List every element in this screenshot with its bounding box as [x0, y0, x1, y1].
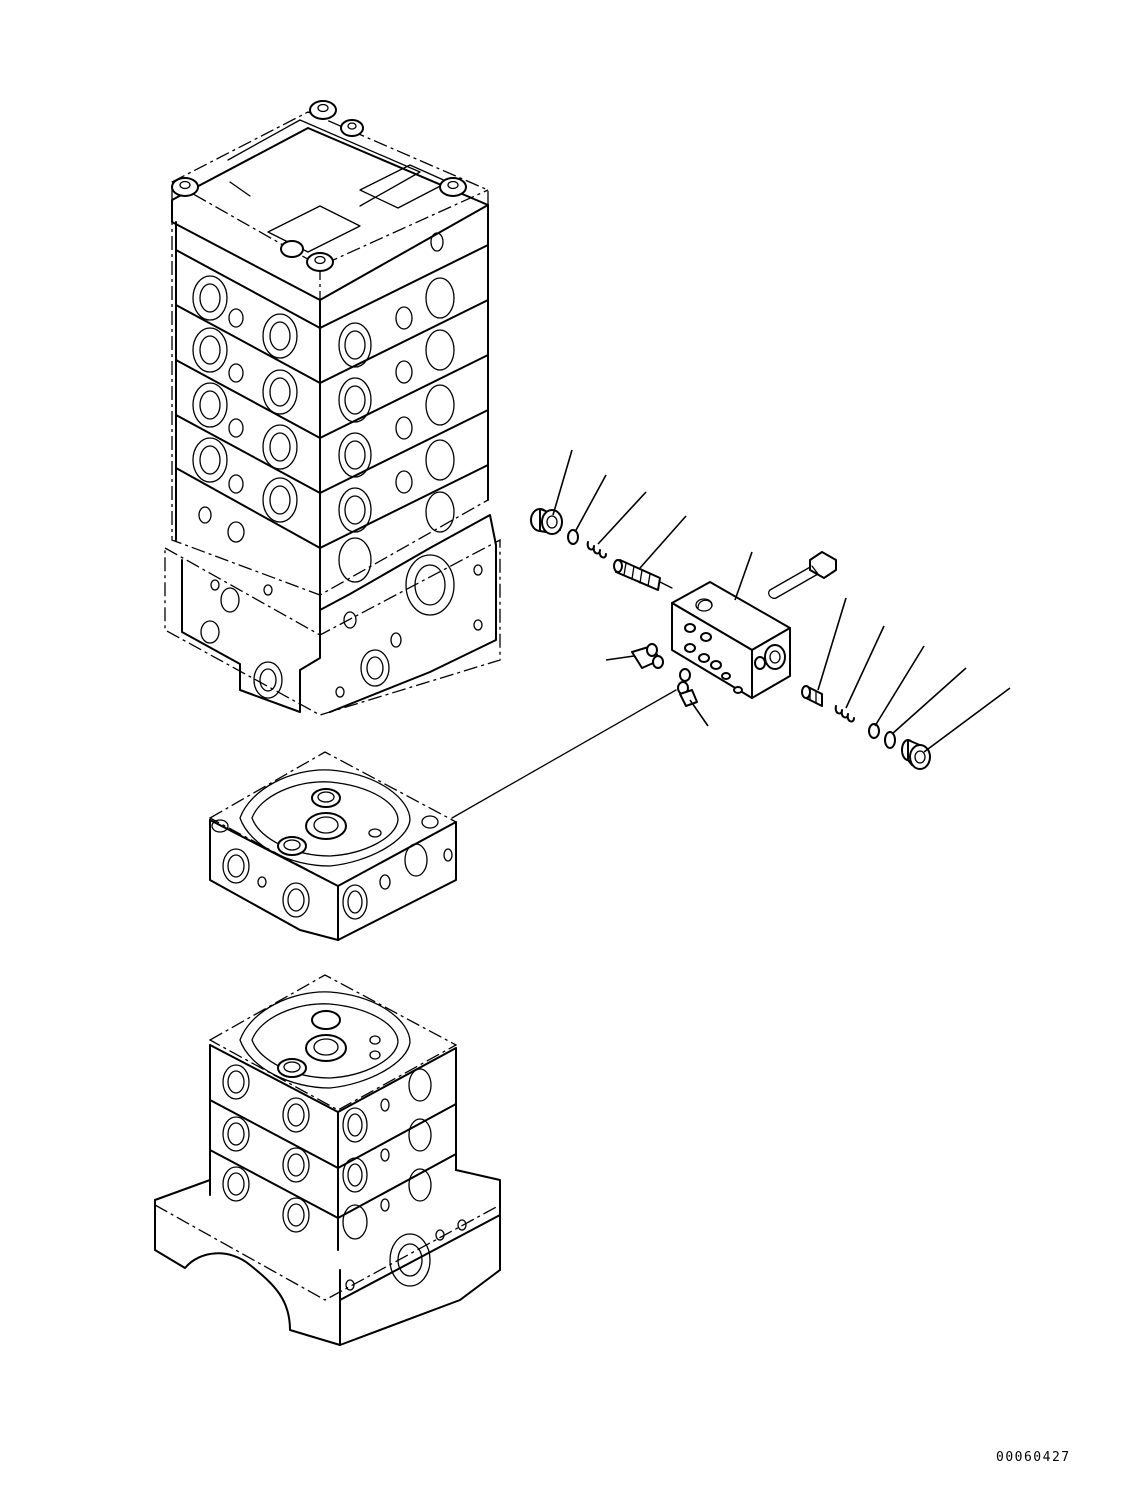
leader-o-ring [574, 474, 607, 533]
assembly-reference-line [451, 689, 677, 819]
leader-spring [597, 491, 647, 545]
callout-leaders [451, 449, 1011, 819]
leader-connector [605, 655, 635, 661]
bolt [768, 551, 837, 600]
spool [613, 559, 673, 591]
leader-poppet [817, 597, 847, 691]
valve-section-middle [208, 751, 458, 941]
leader-spring-right [845, 625, 885, 709]
plug-right [901, 739, 931, 770]
leader-o-ring-right-2 [891, 667, 967, 735]
control-valve-assembly-lower [154, 974, 501, 1346]
leader-spool [639, 515, 687, 569]
spring-right [834, 705, 855, 723]
leader-plug-right [923, 687, 1011, 753]
poppet [801, 685, 823, 707]
leader-o-ring-small [689, 699, 709, 727]
spring [586, 541, 607, 559]
valve-block [671, 581, 791, 699]
leader-o-ring-right [874, 645, 925, 727]
leader-plug [552, 449, 573, 516]
drawing-number: 00060427 [996, 1450, 1071, 1465]
plug [530, 508, 563, 535]
leader-valve-block [734, 551, 753, 601]
control-valve-assembly-upper [164, 100, 501, 716]
o-ring-right [868, 723, 896, 749]
o-ring [567, 529, 579, 545]
o-ring-small [631, 643, 698, 707]
